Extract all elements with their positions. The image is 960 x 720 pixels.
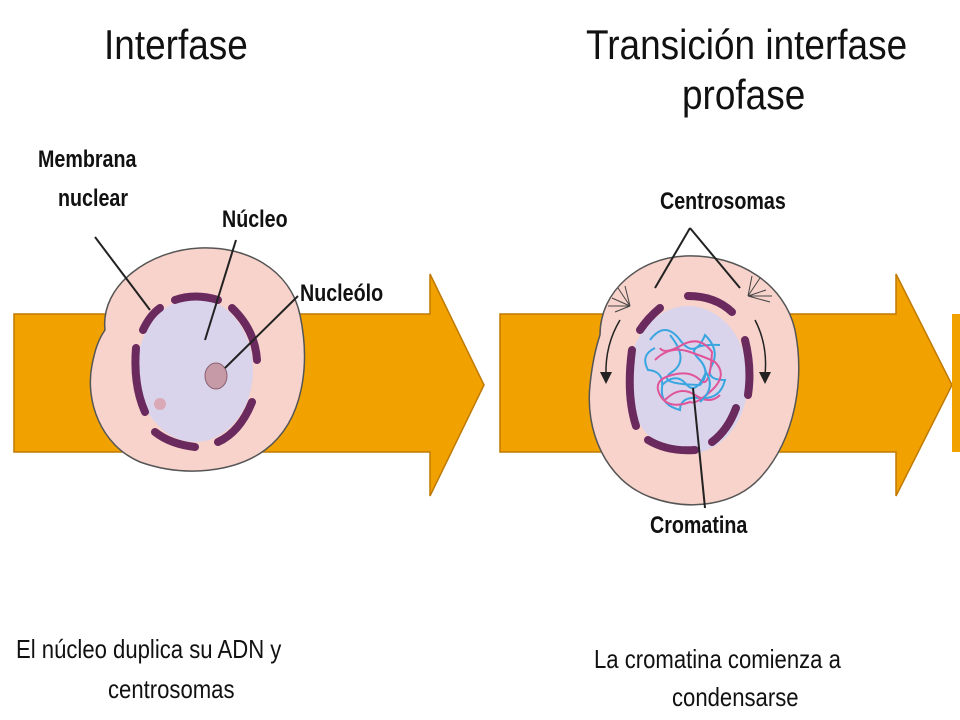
membrane-leader-line [94,236,151,311]
transition-title-line2: profase [682,71,806,118]
transition-caption-line2: condensarse [672,682,799,712]
membrane-label-line1: Membrana [38,146,137,173]
chromatin-leader-line [692,387,706,509]
transition-nuclear-membrane [625,292,754,455]
interphase-caption-line1: El núcleo duplica su ADN y [16,634,282,664]
centrosomes-leader-left [654,227,691,289]
centrosomes-label: Centrosomas [660,188,786,215]
interphase-caption-line2: centrosomas [108,674,235,704]
centrosome-right [747,275,772,303]
transition-nucleus [628,306,748,454]
nucleolus-label: Nucleólo [300,280,384,307]
nucleolus-leader-line [224,295,299,369]
centrosome-migration-arrow-left [605,319,621,376]
nucleolus-shape [204,362,228,390]
centrosome-left [608,285,631,313]
small-nucleolus-shape [154,398,166,410]
nuclear-membrane [131,292,261,451]
membrane-label-line2: nuclear [58,185,129,212]
interphase-cell [89,236,306,472]
centrosome-migration-arrow-right [754,319,767,376]
transition-cell [588,227,800,509]
interphase-nucleus [137,298,253,442]
nucleus-leader-line [204,239,237,341]
interphase-title: Interfase [104,21,248,68]
transition-caption-line1: La cromatina comienza a [594,644,841,674]
nucleus-label: Núcleo [222,206,288,233]
chromatin-tangle [644,329,727,412]
chromatin-label: Cromatina [650,512,748,539]
transition-title-line1: Transición interfase [586,21,908,68]
centrosomes-leader-right [689,227,741,289]
